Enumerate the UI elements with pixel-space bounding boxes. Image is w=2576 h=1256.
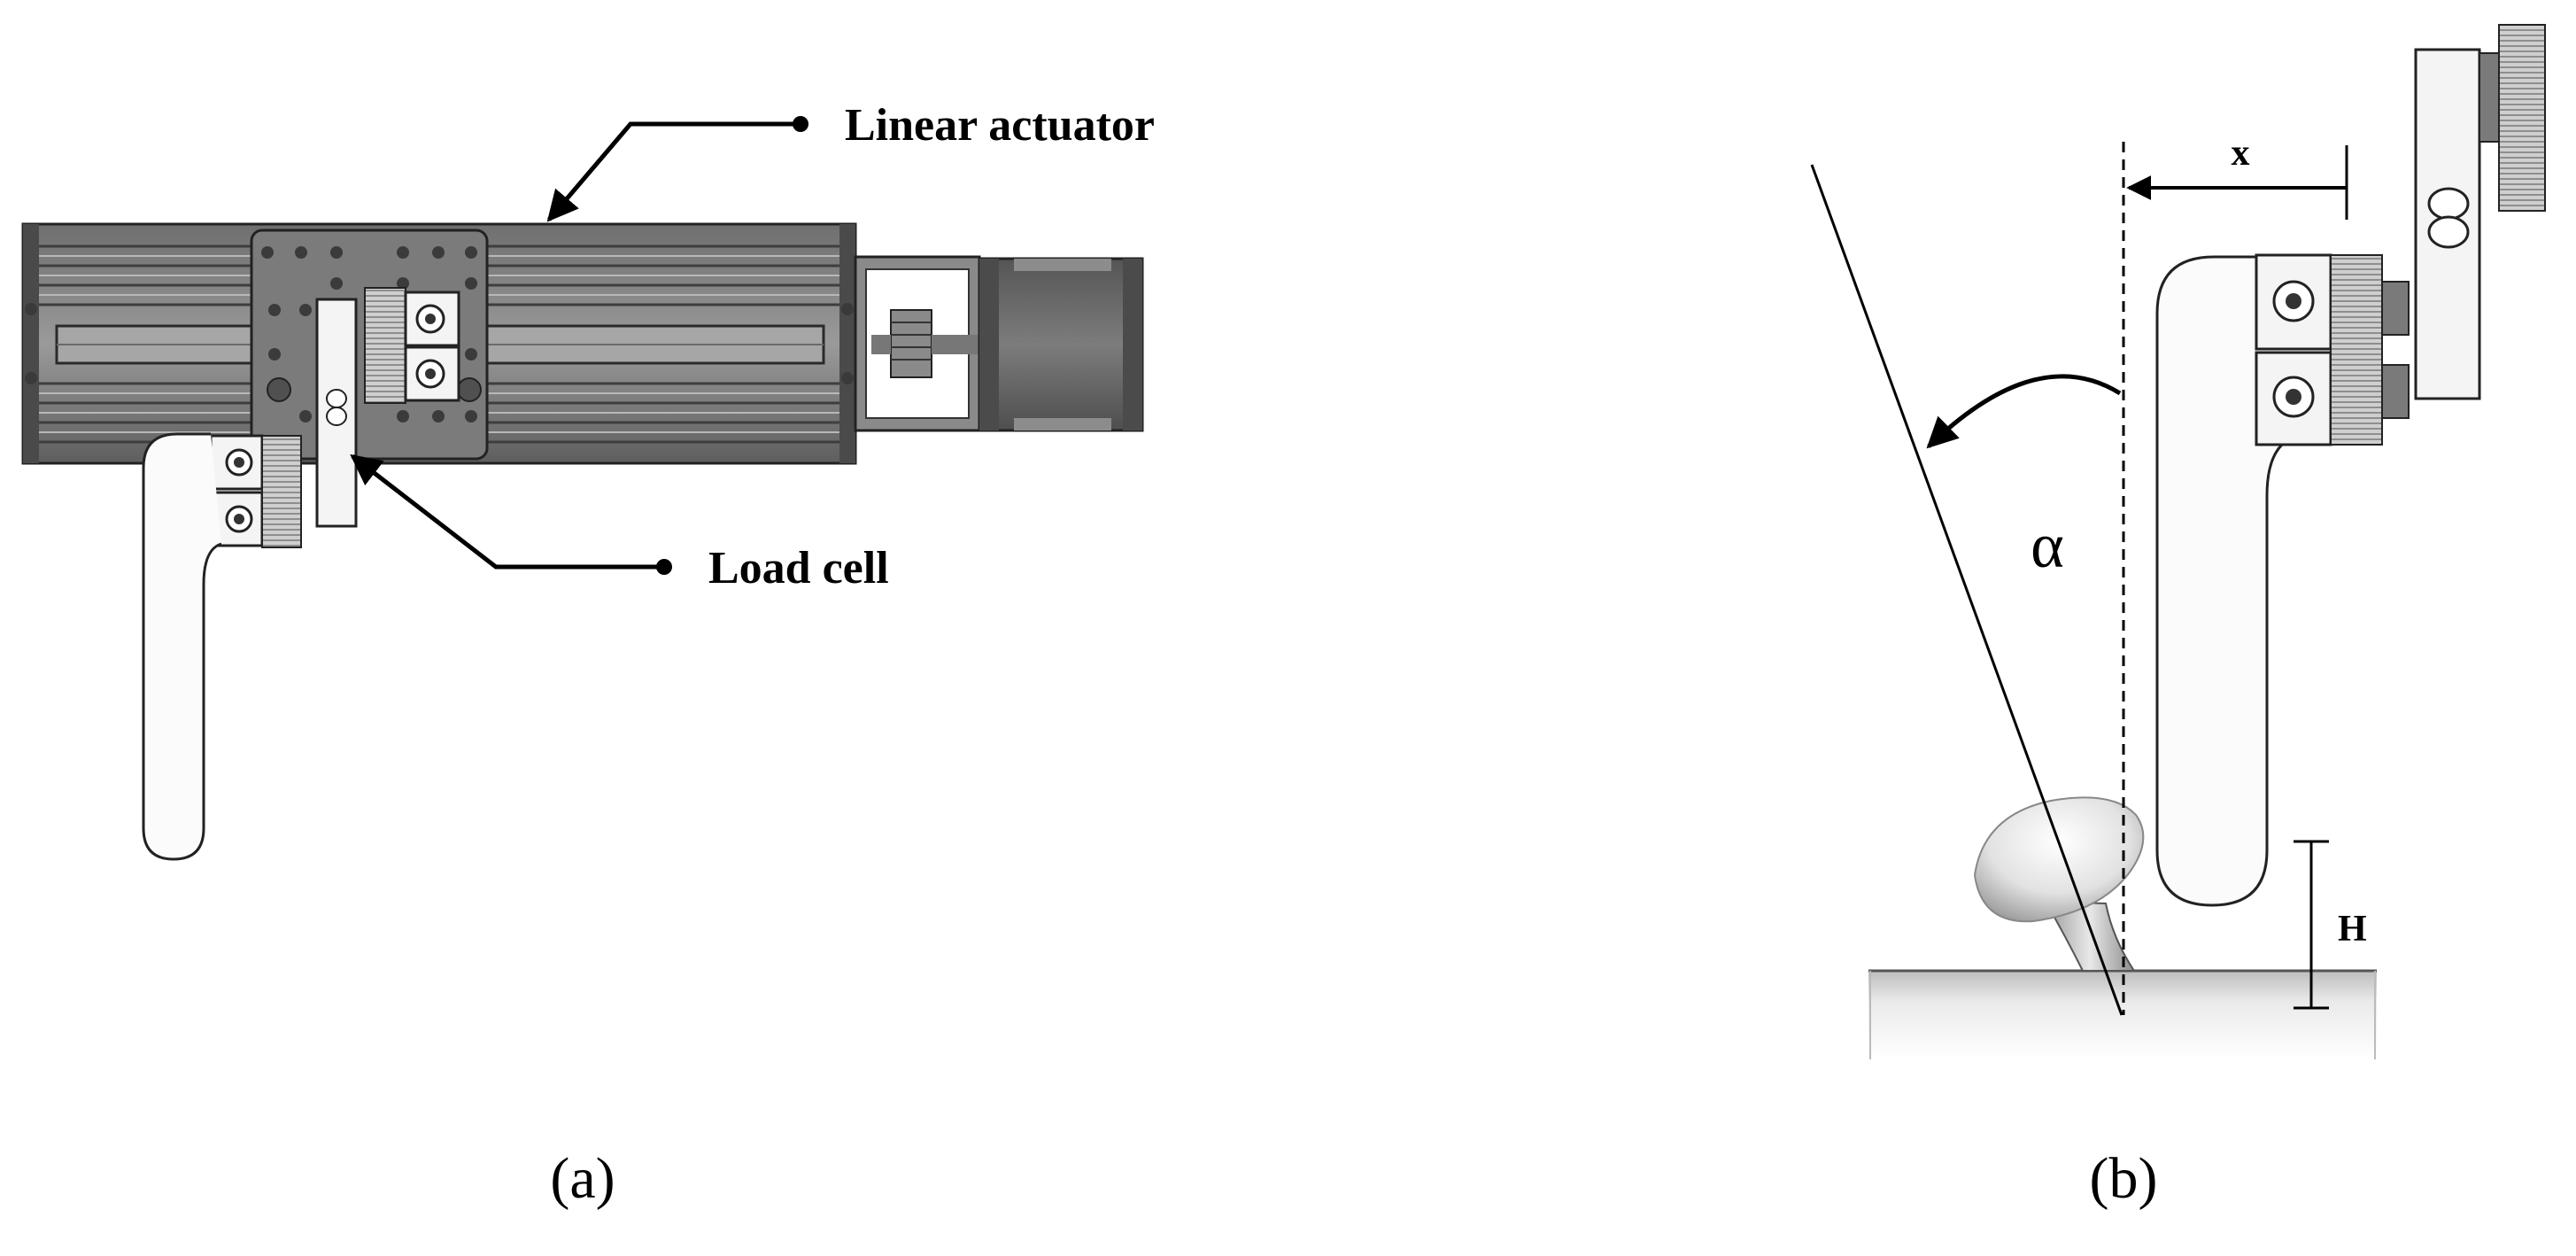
load-cell-clamp [364,287,460,404]
load-cell [315,298,358,528]
probe-clamp-b [2255,253,2410,446]
stepper-motor [978,257,1144,432]
label-h: H [2338,909,2367,950]
caption-b: (b) [2090,1146,2158,1211]
dimension-x: x [2126,133,2348,220]
motor-assembly [854,255,1144,432]
panel-b: α x H (b) [1810,24,2546,1211]
caption-a: (a) [550,1146,615,1211]
coupling [890,309,932,378]
load-cell-b [2414,24,2546,400]
mushroom-specimen [1973,796,2145,972]
inclined-line [1810,164,2123,1016]
callout-load-cell: Load cell [350,454,889,593]
panel-a: Linear actuator Load cell (a) [21,100,1155,1211]
label-linear-actuator: Linear actuator [845,100,1155,151]
label-load-cell: Load cell [708,543,889,593]
alpha-arc-arrow [1926,374,2122,449]
label-alpha: α [2031,510,2064,581]
label-x: x [2232,133,2250,174]
callout-linear-actuator: Linear actuator [546,100,1155,222]
l-probe [142,432,222,861]
probe-clamp [209,434,302,548]
dimension-h: H [2294,840,2367,1010]
